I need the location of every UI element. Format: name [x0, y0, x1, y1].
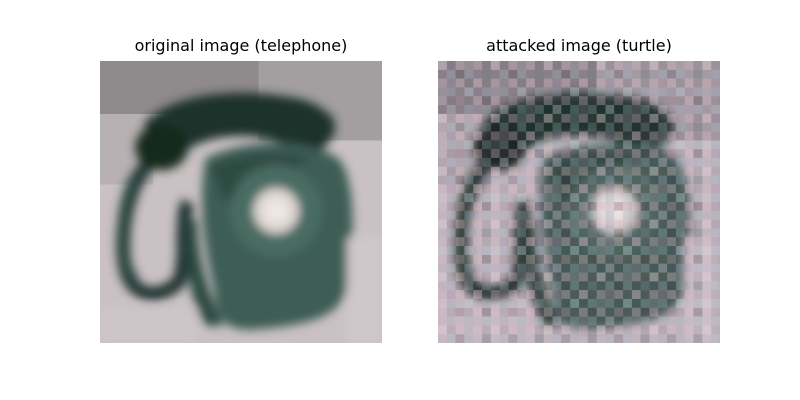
- original-image-title: original image (telephone): [134, 36, 348, 55]
- attacked-image-title: attacked image (turtle): [486, 36, 672, 55]
- original-telephone-image: [100, 61, 382, 343]
- telephone-picture: [100, 61, 382, 343]
- attacked-telephone-image: [438, 61, 720, 343]
- attacked-telephone-picture: [438, 61, 720, 343]
